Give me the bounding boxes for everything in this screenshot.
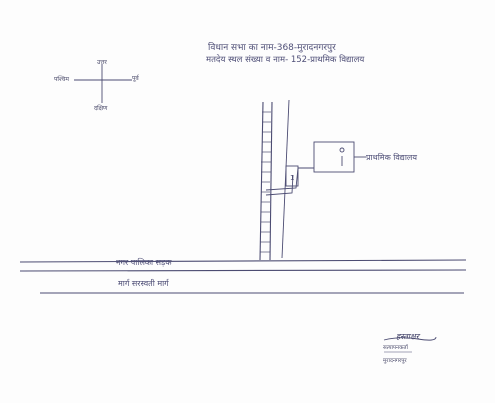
small-structure — [285, 165, 299, 187]
compass-south-label: दक्षिण — [94, 105, 108, 112]
lane-outer-line — [281, 99, 290, 259]
lane-right-line — [269, 101, 273, 261]
booth-building — [313, 141, 355, 173]
polling-station-line: मतदेय स्थल संख्या व नाम- 152-प्राथमिक वि… — [206, 55, 365, 65]
signature-scribble: हस्ताक्षर — [396, 332, 419, 341]
signature-designation: सत्यापनकर्ता — [383, 345, 408, 351]
signature-office: मुरादनगरपुर — [383, 358, 407, 364]
assembly-name-line: विधान सभा का नाम-368-मुरादनगरपुर — [208, 43, 336, 53]
upper-road-label: नगर पालिका सड़क — [116, 258, 172, 267]
building-mark-text: 1 — [290, 174, 294, 182]
signature-underline — [383, 336, 437, 341]
booth-mark-dot — [339, 147, 345, 153]
compass-east-label: पूर्व — [132, 75, 139, 82]
compass-west-label: पश्चिम — [54, 76, 69, 83]
road-line-1 — [19, 259, 467, 263]
approach-path-2 — [265, 174, 294, 196]
booth-label: प्राथमिक विद्यालय — [366, 153, 417, 162]
compass-north-label: उत्तर — [97, 59, 107, 66]
road-line-2 — [19, 269, 467, 272]
lane-left-line — [259, 101, 264, 261]
approach-path — [265, 167, 314, 191]
lane-hatch — [260, 111, 271, 253]
lower-road-label: मार्ग सरस्वती मार्ग — [118, 279, 169, 288]
